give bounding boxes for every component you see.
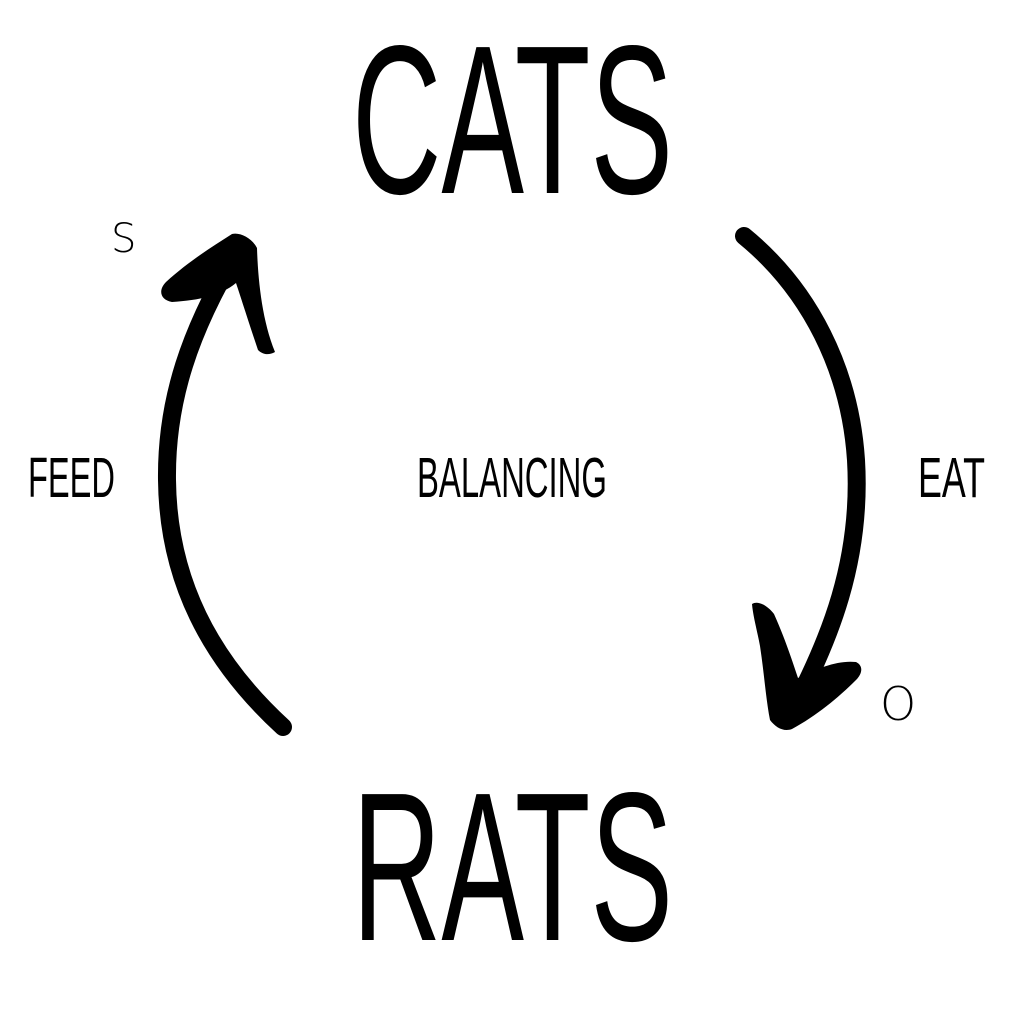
arrow-eat-icon bbox=[735, 227, 866, 730]
link-label-eat: EAT bbox=[918, 446, 985, 510]
node-rats: RATS bbox=[352, 748, 673, 985]
loop-type-label: BALANCING bbox=[417, 446, 607, 510]
arrow-feed-icon bbox=[157, 233, 292, 736]
polarity-marker-o: O bbox=[880, 677, 916, 731]
link-label-feed: FEED bbox=[28, 446, 115, 510]
node-cats: CATS bbox=[352, 1, 673, 238]
polarity-marker-s: S bbox=[111, 216, 136, 262]
